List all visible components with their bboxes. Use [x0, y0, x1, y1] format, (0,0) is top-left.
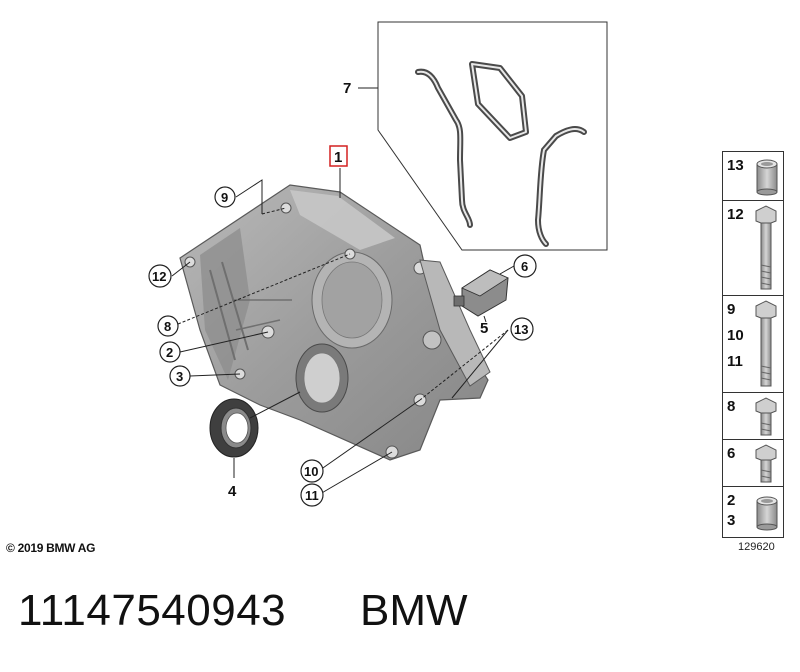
legend-item-13: 13: [722, 151, 784, 201]
legend-label: 11: [727, 353, 743, 370]
legend-label: 10: [727, 327, 744, 344]
long-bolt-icon: [755, 205, 777, 290]
legend-label: 3: [727, 512, 736, 529]
callout-11: 11: [305, 488, 319, 503]
legend-label: 12: [727, 206, 744, 223]
brand-name: BMW: [360, 586, 468, 635]
leader-lines: [171, 168, 509, 495]
legend-label: 2: [727, 492, 736, 509]
shaft-seal: 4: [209, 391, 301, 500]
parts-diagram: 7 4: [148, 21, 608, 507]
legend-item-6: 6: [722, 439, 784, 487]
callout-5: 5: [480, 320, 488, 337]
sleeve-icon: [756, 159, 778, 196]
callout-13: 13: [514, 322, 528, 337]
callout-2: 2: [166, 345, 173, 360]
legend-item-9-10-11: 9 10 11: [722, 295, 784, 393]
callout-8: 8: [164, 319, 171, 334]
callout-1: 1: [334, 149, 342, 166]
short-bolt-icon: [755, 397, 777, 436]
callout-1-highlight: [329, 145, 348, 167]
legend-label: 6: [727, 445, 736, 462]
legend-label: 13: [727, 157, 744, 174]
copyright-notice: © 2019 BMW AG: [6, 541, 96, 555]
sleeve-icon: [756, 496, 778, 531]
figure-number: 129620: [738, 541, 775, 553]
legend-item-2-3: 2 3: [722, 486, 784, 538]
sensor-part: 5: [453, 265, 515, 337]
callout-10: 10: [304, 464, 318, 479]
gasket-set-group: 7: [343, 21, 608, 251]
legend-label: 9: [727, 301, 736, 318]
timing-case-cover: [179, 184, 491, 461]
legend-label: 8: [727, 398, 736, 415]
callout-7: 7: [343, 80, 351, 97]
callout-9: 9: [221, 190, 228, 205]
part-number: 11147540943: [18, 586, 287, 635]
bolt-icon: [755, 300, 777, 387]
legend-item-12: 12: [722, 200, 784, 296]
callout-12: 12: [152, 269, 166, 284]
callout-4: 4: [228, 483, 237, 500]
callout-3: 3: [176, 369, 183, 384]
legend-item-8: 8: [722, 392, 784, 440]
gasket-right: [534, 126, 587, 247]
callout-6: 6: [521, 259, 528, 274]
callout-circles: 1 9 12 8 2 3 6 13 10 11: [148, 145, 537, 507]
short-bolt-icon: [755, 444, 777, 483]
